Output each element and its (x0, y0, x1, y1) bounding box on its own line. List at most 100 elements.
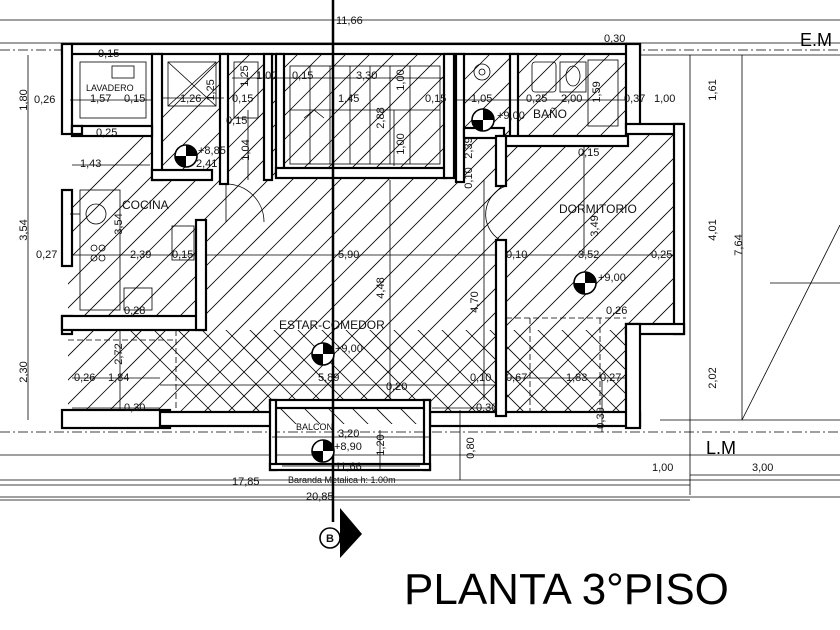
dim-label: 1,57 (90, 93, 111, 105)
dim-label: 2,39 (130, 249, 151, 261)
dim-label: 1,25 (239, 65, 251, 86)
hatch-line (68, 48, 281, 424)
hatch-line (68, 48, 329, 424)
hatch-line (736, 0, 840, 480)
room-labels: LAVADERO COCINA BAÑO DORMITORIO ESTAR-CO… (86, 83, 637, 432)
dim-label: 1,84 (108, 372, 129, 384)
room-label-lavadero: LAVADERO (86, 83, 134, 93)
room-label-dormitorio: DORMITORIO (559, 202, 637, 216)
dim-label: 4,01 (707, 219, 719, 240)
level-cocina-bath: +8,85 (198, 145, 226, 157)
dim-label: 1,83 (566, 372, 587, 384)
hatch-line (832, 0, 840, 480)
dim-label: 0,15 (578, 147, 599, 159)
hatch-line (183, 48, 665, 424)
dim-label: 0,30 (604, 33, 625, 45)
hatch-line (68, 48, 449, 424)
dim-label: 1,59 (591, 81, 603, 102)
dim-label: 1,04 (240, 139, 252, 160)
level-marker-icon (573, 271, 597, 295)
dim-label: 11,66 (336, 15, 363, 27)
dim-label: 0,15 (124, 93, 145, 105)
dim-label: 0,10 (470, 372, 491, 384)
room-label-cocina: COCINA (122, 198, 169, 212)
dim-label: 1,43 (80, 158, 101, 170)
hatch-line (832, 0, 840, 480)
interior-walls (70, 52, 630, 472)
em-label: E.M (800, 30, 832, 50)
dim-label: 1,61 (707, 79, 719, 100)
level-marker-icon (311, 342, 335, 366)
dim-label: 2,30 (18, 361, 30, 382)
dim-label: 1,00 (652, 462, 673, 474)
dim-label: 0,15 (232, 93, 253, 105)
hatch-line (615, 48, 682, 424)
dim-label: 3,30 (356, 70, 377, 82)
dim-label: 0,30 (595, 407, 607, 428)
hatch-line (68, 48, 425, 424)
hatch-line (472, 0, 840, 480)
dim-label: 3,49 (589, 215, 601, 236)
lm-label: L.M (706, 438, 736, 458)
dim-label: 2,41 (196, 158, 217, 170)
hatch-line (447, 48, 682, 424)
hatch-line (417, 330, 513, 424)
hatch-line (784, 0, 840, 480)
dim-label: 7,64 (733, 234, 745, 255)
hatch-line (471, 48, 682, 424)
exterior-walls (60, 42, 686, 430)
dim-label: 3,00 (752, 462, 773, 474)
hatch-line (489, 330, 585, 424)
hatch-line (736, 0, 840, 480)
plan-title: PLANTA 3°PISO (404, 565, 729, 614)
hatch-line (567, 48, 682, 424)
hatch-line (663, 48, 682, 424)
hatch-line (616, 0, 840, 480)
hatch-line (808, 0, 840, 480)
dim-label: 1,26 (180, 93, 201, 105)
dim-label: 0,15 (98, 48, 119, 60)
hatch-line (441, 330, 537, 424)
hatch-line (68, 48, 377, 424)
dim-label: 0,37 (624, 93, 645, 105)
dim-label: 0,15 (226, 115, 247, 127)
hatch-line (496, 0, 840, 480)
dim-label: 1,00 (395, 133, 407, 154)
hatch-line (68, 48, 473, 424)
level-bano: +9,00 (497, 110, 525, 122)
dim-label: 5,90 (338, 249, 359, 261)
dim-label: 0,80 (465, 437, 477, 458)
dim-label: 0,15 (172, 249, 193, 261)
hatch-line (465, 330, 561, 424)
hatch-line (664, 0, 840, 480)
hatch-line (129, 330, 225, 424)
dim-label: 1,80 (18, 89, 30, 110)
dim-label: 5,89 (318, 372, 339, 384)
dim-label: 1,05 (471, 93, 492, 105)
dim-label: 0,28 (124, 305, 145, 317)
level-dormitorio: +9,00 (598, 272, 626, 284)
level-marker-icon (311, 439, 335, 463)
room-label-balcon: BALCON (296, 422, 333, 432)
hatch-line (513, 330, 609, 424)
reference-labels: E.M L.M (706, 30, 832, 458)
dim-label: 0,30 (476, 402, 497, 414)
section-marker-label: B (326, 533, 334, 545)
dim-label: 2,00 (561, 93, 582, 105)
dim-label: 3,20 (338, 428, 359, 440)
dim-label: 0,27 (600, 372, 621, 384)
dim-label: 0,25 (96, 127, 117, 139)
hatch-line (760, 0, 840, 480)
dim-label: 1,45 (338, 93, 359, 105)
dim-label: 0,10 (463, 167, 475, 188)
level-marker-icon (471, 108, 495, 132)
hatch-line (87, 48, 569, 424)
terrace-lines (68, 317, 626, 412)
dim-label: 1,00 (395, 69, 407, 90)
level-markers (174, 108, 597, 463)
dim-label: 1,25 (205, 79, 217, 100)
hatch-line (712, 0, 840, 480)
dim-label: 0,15 (425, 93, 446, 105)
dim-label: 2,72 (113, 343, 125, 364)
